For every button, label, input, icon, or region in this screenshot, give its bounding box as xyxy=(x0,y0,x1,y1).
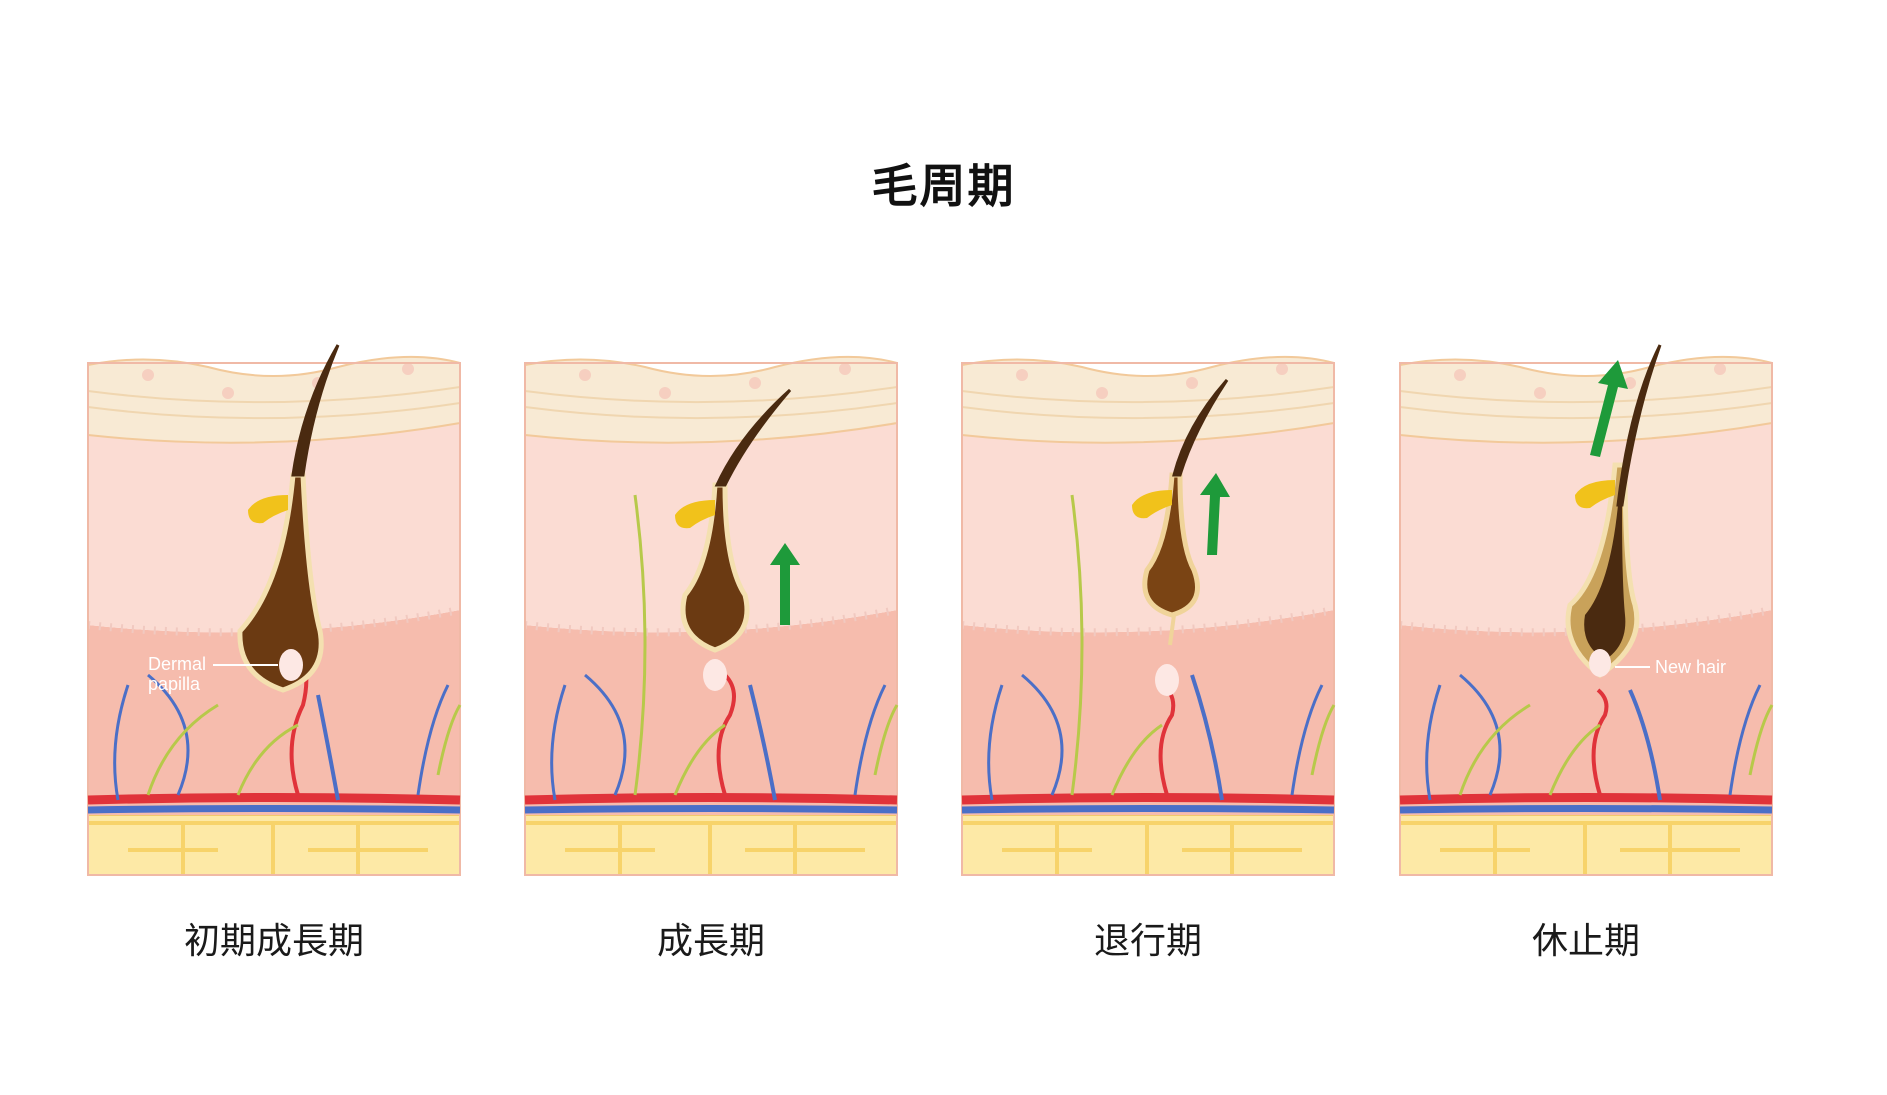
artery xyxy=(87,793,461,805)
nerve xyxy=(1458,703,1774,796)
sebaceous-gland xyxy=(248,495,288,524)
hair-shaft xyxy=(1172,379,1229,477)
upward-arrow xyxy=(1590,360,1628,457)
upper-dermis xyxy=(962,423,1334,633)
hair-shaft xyxy=(714,388,792,487)
vein xyxy=(1399,805,1773,814)
nerve xyxy=(146,703,462,796)
nerve xyxy=(1070,494,1336,796)
dermal-papilla xyxy=(279,649,303,681)
upward-arrow xyxy=(770,543,800,625)
sebaceous-gland xyxy=(675,500,715,529)
stage-panel-anagen-early: Dermal papilla 初期成長期 xyxy=(87,344,462,962)
stage-label: 成長期 xyxy=(656,921,765,962)
vein xyxy=(524,805,898,814)
artery xyxy=(961,793,1335,805)
skin-cross-section-3 xyxy=(961,355,1336,876)
dermal-papilla xyxy=(703,659,727,691)
annotation-papilla: papilla xyxy=(148,674,201,694)
dermal-papilla xyxy=(1155,664,1179,696)
artery xyxy=(1399,793,1773,805)
stage-label: 初期成長期 xyxy=(183,921,364,962)
stage-panel-anagen: 成長期 xyxy=(524,345,899,962)
lower-dermis xyxy=(525,610,897,815)
hair-bulb xyxy=(237,472,324,693)
stage-label: 休止期 xyxy=(1531,921,1640,962)
nerve xyxy=(633,494,899,796)
page-title: 毛周期 xyxy=(871,159,1016,213)
sebaceous-gland xyxy=(1132,490,1172,519)
lower-dermis xyxy=(962,610,1334,815)
stage-panel-catagen: 退行期 xyxy=(961,345,1336,962)
hair-shaft xyxy=(1616,344,1662,507)
skin-cross-section-2 xyxy=(524,355,899,876)
upper-dermis xyxy=(88,423,460,633)
hair-bulb xyxy=(680,482,750,653)
stage-label: 退行期 xyxy=(1093,921,1202,962)
vein xyxy=(961,805,1335,814)
stage-panel-telogen: New hair 休止期 xyxy=(1399,344,1774,962)
upward-arrow xyxy=(1200,473,1230,555)
club-hair xyxy=(1584,505,1626,660)
annotation-dermal: Dermal xyxy=(148,654,206,674)
skin-cross-section-1: Dermal papilla xyxy=(87,344,462,876)
skin-cross-section-4: New hair xyxy=(1399,344,1774,876)
lower-dermis xyxy=(88,610,460,815)
sebaceous-gland xyxy=(1575,480,1615,509)
vein xyxy=(87,805,461,814)
annotation-new-hair: New hair xyxy=(1655,657,1726,677)
lower-dermis xyxy=(1400,610,1772,815)
upper-dermis xyxy=(1400,423,1772,633)
artery xyxy=(524,793,898,805)
hair-shaft xyxy=(291,344,340,477)
new-hair-papilla xyxy=(1589,649,1611,677)
